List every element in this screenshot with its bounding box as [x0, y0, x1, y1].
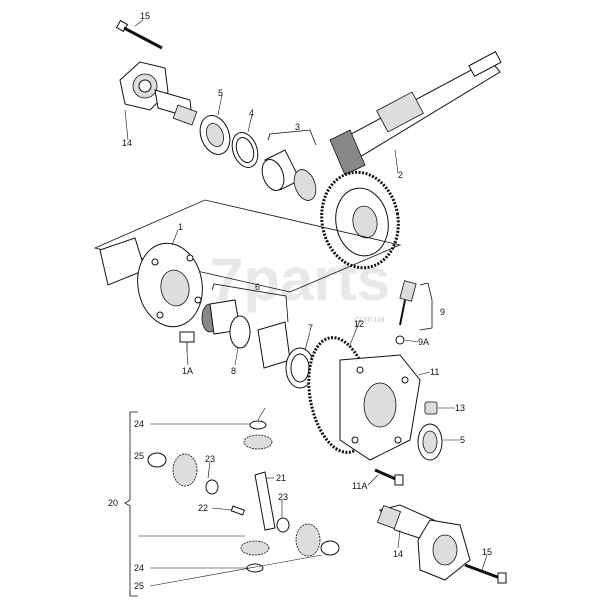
plug-13[interactable] — [424, 401, 438, 415]
label-7: 7 — [308, 323, 313, 333]
label-14-bottom: 14 — [393, 549, 403, 559]
planet-gear-right[interactable] — [295, 523, 321, 557]
differential-housing-11[interactable] — [300, 333, 421, 461]
flange-14-top[interactable] — [119, 61, 198, 126]
label-11: 11 — [430, 367, 439, 377]
bearing-3[interactable] — [258, 149, 320, 203]
washer-24-top[interactable] — [249, 420, 267, 430]
label-25-bottom: 25 — [134, 581, 144, 591]
label-23-left: 23 — [205, 454, 215, 464]
label-12: 12 — [354, 319, 364, 329]
label-9A: 9A — [418, 337, 429, 347]
washer-25-top[interactable] — [147, 452, 167, 468]
label-5-lower: 5 — [460, 435, 465, 445]
label-5-top: 5 — [218, 88, 223, 98]
label-3: 3 — [295, 122, 300, 132]
label-22: 22 — [198, 503, 208, 513]
flange-14-bottom[interactable] — [376, 504, 471, 581]
label-21: 21 — [276, 473, 286, 483]
bolt-15-top[interactable] — [115, 19, 163, 50]
label-1A: 1A — [182, 366, 193, 376]
bolt-15-bottom[interactable] — [464, 563, 507, 584]
label-11A: 11A — [352, 481, 367, 491]
part-labels: 15 14 5 4 3 2 1 6 7 8 1A 12 9 9A 11 13 5… — [108, 11, 492, 591]
bearing-cup-7[interactable] — [257, 321, 315, 389]
bolt-11A[interactable] — [374, 468, 404, 486]
label-15-bottom: 15 — [482, 547, 492, 557]
label-6: 6 — [255, 282, 260, 292]
label-24-bottom: 24 — [134, 563, 144, 573]
thrust-washer-23-right[interactable] — [276, 517, 290, 533]
washer-25-right[interactable] — [320, 540, 340, 556]
label-14-top: 14 — [122, 138, 132, 148]
pinion-shaft-2[interactable] — [329, 50, 502, 176]
pin-22[interactable] — [230, 505, 245, 516]
bracket-20 — [124, 411, 138, 597]
label-9: 9 — [440, 307, 445, 317]
bracket-9 — [419, 282, 433, 331]
ring-4[interactable] — [228, 129, 263, 171]
watermark-sub: com.ua — [355, 314, 385, 324]
label-4: 4 — [249, 108, 254, 118]
side-gear-bottom[interactable] — [240, 540, 270, 556]
label-23-right: 23 — [278, 492, 288, 502]
bracket-6 — [211, 283, 289, 323]
seal-5-lower[interactable] — [417, 423, 443, 461]
bracket-3 — [267, 129, 317, 146]
bearing-5-top[interactable] — [195, 111, 235, 158]
group-outline-top — [93, 199, 402, 293]
thrust-washer-23-left[interactable] — [205, 479, 219, 495]
shaft-21[interactable] — [254, 471, 276, 531]
bolt-1A[interactable] — [179, 331, 195, 352]
leader-lines — [124, 19, 488, 587]
label-2: 2 — [398, 170, 403, 180]
label-24-top: 24 — [134, 419, 144, 429]
label-15-top: 15 — [140, 11, 150, 21]
label-1: 1 — [178, 222, 183, 232]
side-gear-top[interactable] — [243, 434, 273, 450]
bearing-6[interactable] — [201, 299, 251, 349]
label-20: 20 — [108, 498, 118, 508]
sensor-9[interactable] — [395, 280, 417, 345]
label-8: 8 — [231, 366, 236, 376]
planet-gear-left[interactable] — [172, 453, 198, 487]
housing-1[interactable] — [99, 237, 209, 332]
label-13: 13 — [455, 403, 465, 413]
label-25-top: 25 — [134, 451, 144, 461]
